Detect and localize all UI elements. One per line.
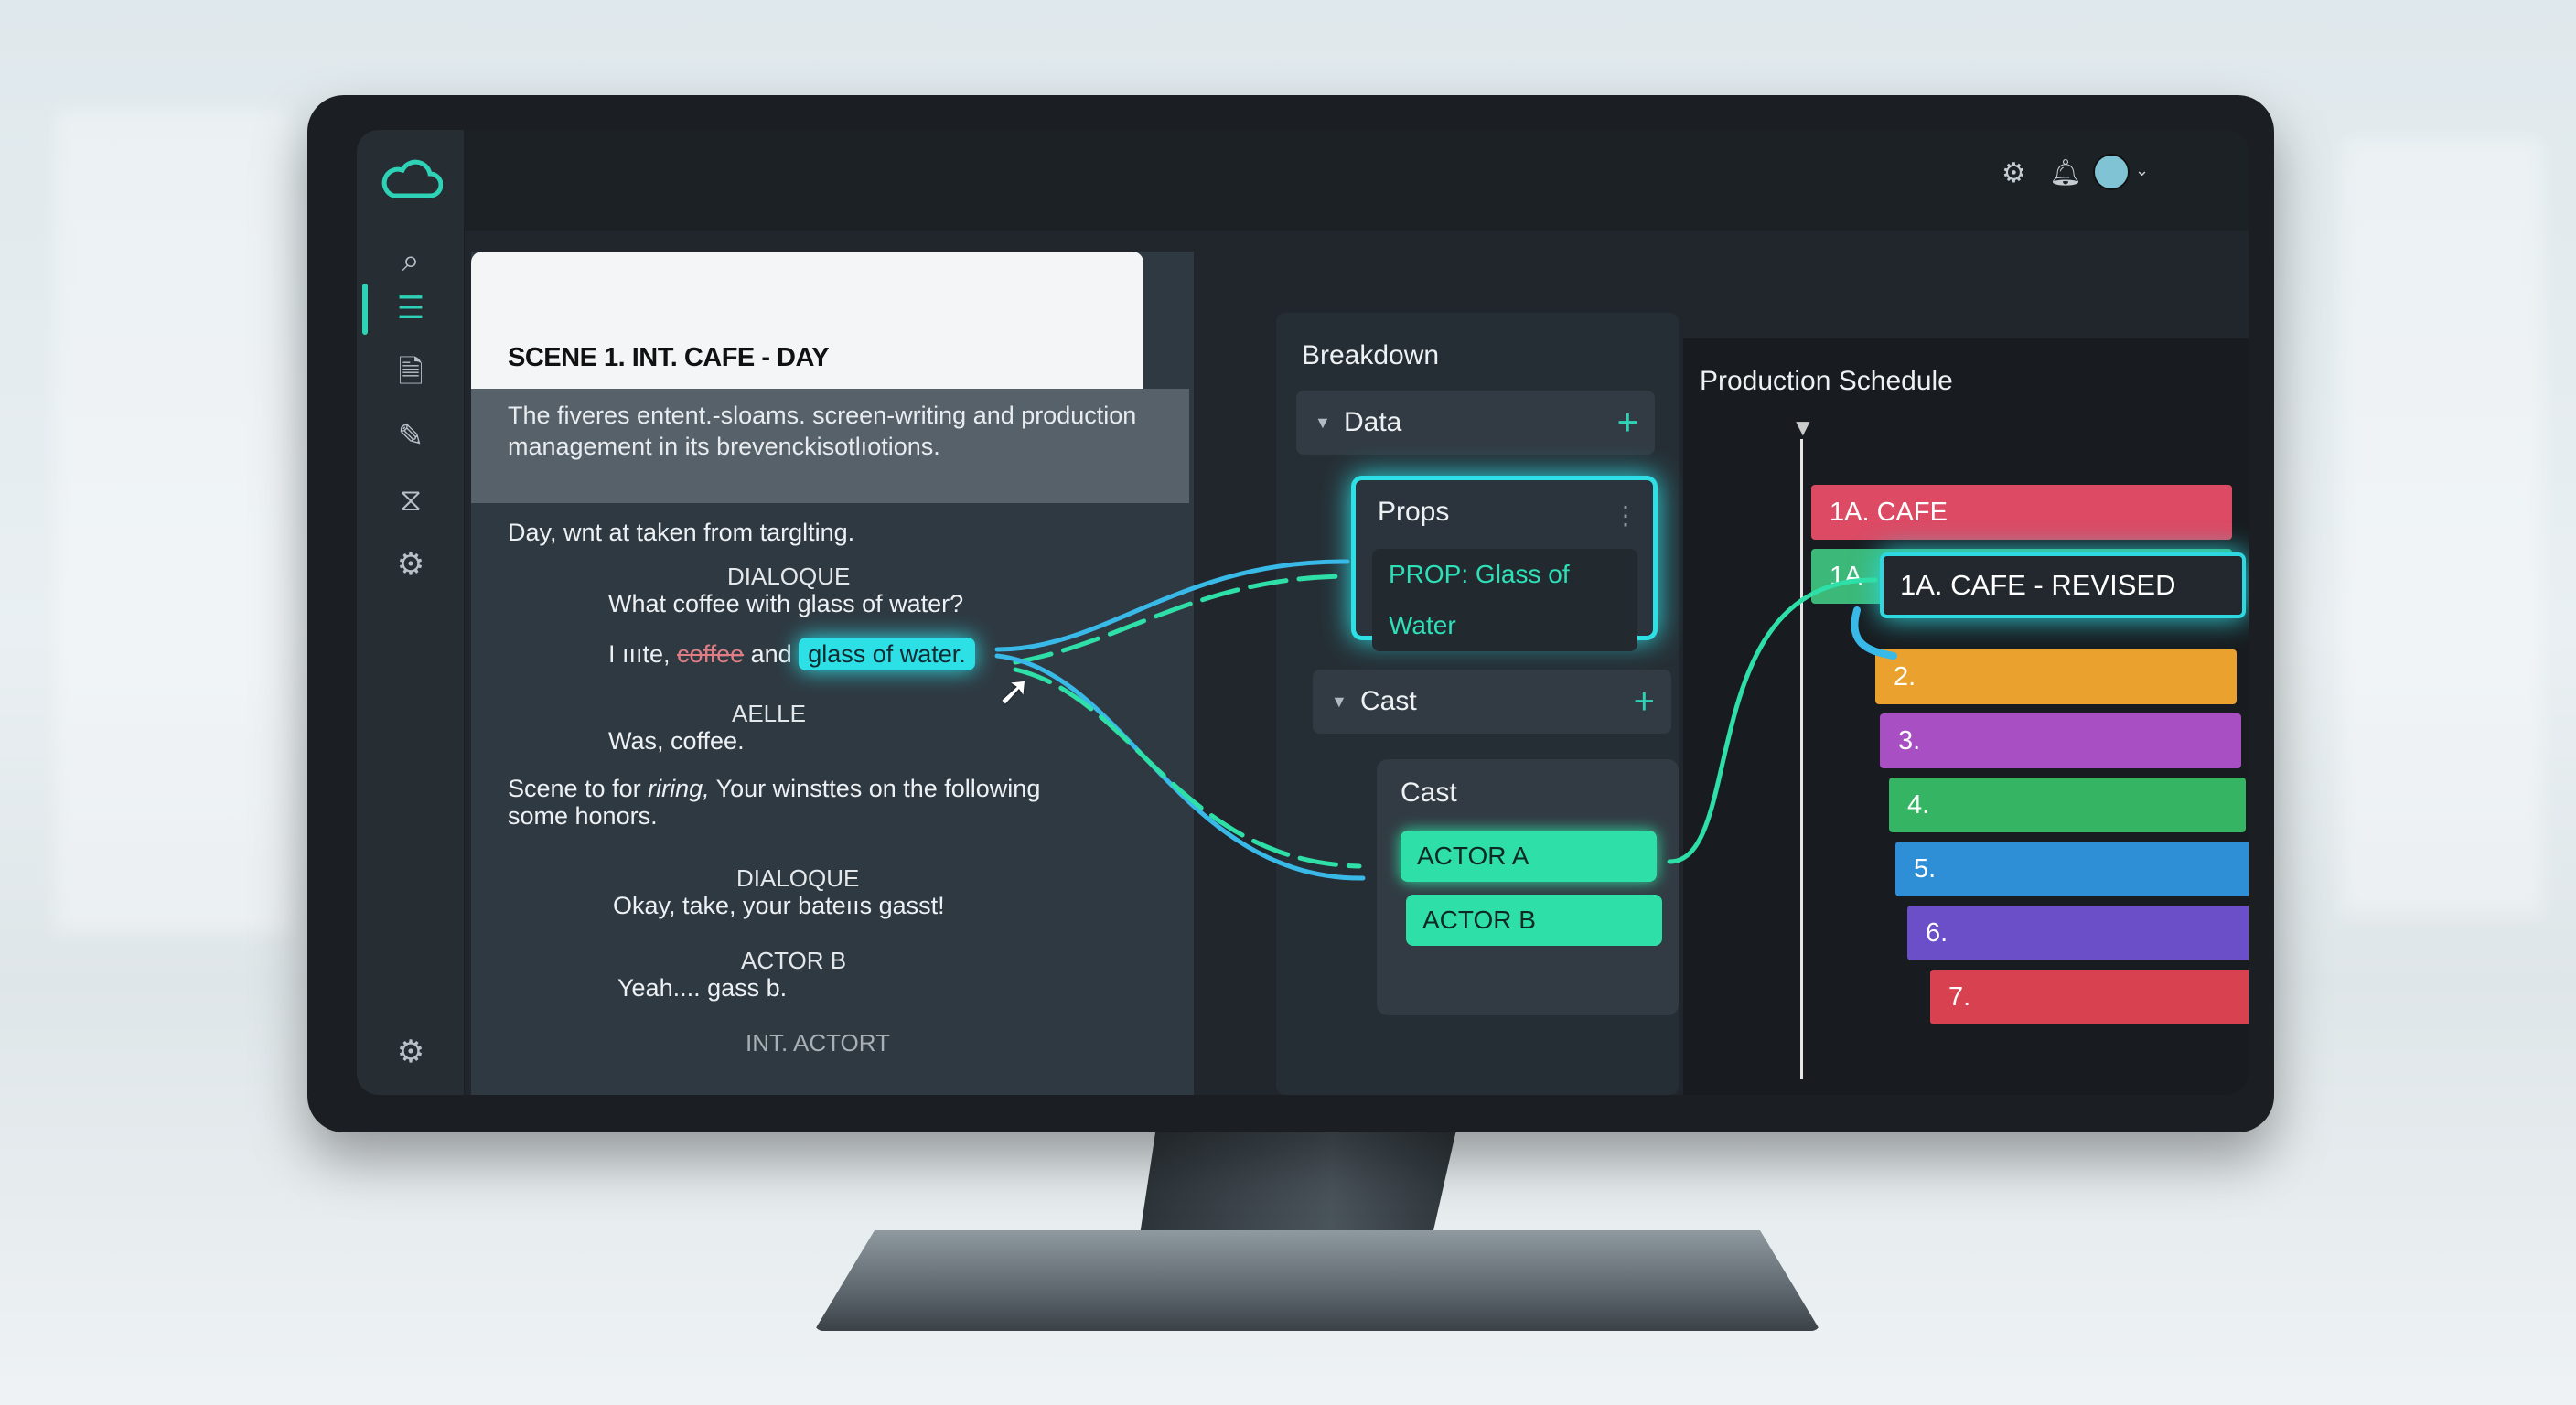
cast-row-label: Cast [1360, 686, 1417, 716]
add-icon[interactable]: + [1633, 681, 1655, 722]
character-name: DIALOQUE [736, 864, 860, 892]
breakdown-icon[interactable]: ⧖ [400, 483, 422, 518]
active-indicator [362, 284, 368, 335]
schedule-bar[interactable]: 3. [1880, 713, 2241, 768]
mouse-cursor-icon: ➚ [997, 669, 1031, 713]
cast-card: Cast ACTOR A ACTOR B [1377, 759, 1679, 1015]
dialogue-line: Yeah.... gass b. [617, 974, 788, 1002]
character-name: ACTOR B [741, 947, 847, 974]
line-mid: and [750, 640, 792, 668]
collapse-triangle-icon: ▼ [1315, 413, 1331, 432]
scene-footer: INT. ACTORT [746, 1029, 890, 1056]
schedule-title: Production Schedule [1700, 366, 1953, 396]
connector-to-cast-secondary [1013, 667, 1362, 869]
add-icon[interactable]: + [1616, 402, 1638, 443]
character-name: AELLE [732, 700, 806, 727]
more-options-icon[interactable]: ⋮ [1613, 501, 1638, 530]
settings-icon[interactable]: ⚙ [396, 547, 425, 582]
action-italic: riring, [648, 775, 710, 802]
dialogue-line: What coffee with glass of water? [608, 590, 964, 617]
top-bar: ⚙ 🔔︎ ⌄ [465, 130, 2249, 231]
gear-icon[interactable]: ⚙ [2002, 158, 2026, 188]
schedule-bar[interactable]: 6. [1907, 906, 2249, 960]
cast-item-actor-b[interactable]: ACTOR B [1406, 895, 1662, 946]
collapse-triangle-icon: ▼ [1331, 692, 1347, 711]
monitor-stand-base [814, 1230, 1820, 1331]
breakdown-title: Breakdown [1302, 340, 1440, 370]
cast-item-actor-a[interactable]: ACTOR A [1401, 831, 1657, 882]
scene-header [471, 252, 1143, 412]
reorder-arrow-icon [1851, 606, 1897, 660]
document-icon[interactable]: 🗎 [398, 355, 424, 390]
sidebar: ⌕ ☰ 🗎 ✎ ⧖ ⚙ ⚙ [357, 130, 465, 1095]
schedule-bar[interactable]: 2. [1875, 649, 2237, 704]
action-text: Scene to for [508, 775, 649, 802]
data-row-label: Data [1344, 407, 1402, 437]
scene-description: The fiveres entent.-sloams. screen-writi… [508, 402, 1137, 460]
edit-notes-icon[interactable]: ✎ [397, 419, 424, 454]
playhead-line [1800, 439, 1803, 1079]
connector-to-cast [994, 653, 1366, 881]
search-icon[interactable]: ⌕ [402, 243, 420, 278]
action-text: Your winsttes on the following some hono… [508, 775, 1041, 830]
cast-section-row[interactable]: ▼ Cast + [1313, 670, 1671, 734]
data-section-row[interactable]: ▼ Data + [1296, 391, 1655, 455]
avatar[interactable] [2093, 154, 2130, 190]
revised-scene-card[interactable]: 1A. CAFE - REVISED [1880, 552, 2246, 618]
breakdown-panel: Breakdown ▼ Data + Props ⋮ PROP: Glass of … [1276, 313, 1679, 1095]
action-line: Scene to for riring, Your winsttes on th… [508, 775, 1093, 830]
schedule-bar[interactable]: 1A. CAFE [1811, 485, 2232, 540]
dialogue-line: Was, coffee. [608, 727, 745, 755]
connector-to-props [994, 559, 1350, 652]
app-screen: ⚙ 🔔︎ ⌄ ⌕ ☰ 🗎 ✎ ⧖ ⚙ ⚙ SCENE 1. INT. CAFE … [357, 130, 2249, 1095]
dialogue-line: Okay, take, your bateııs gasst! [613, 892, 945, 919]
settings-icon-bottom[interactable]: ⚙ [396, 1035, 425, 1069]
chevron-down-icon[interactable]: ⌄ [2135, 161, 2150, 179]
connector-cast-to-schedule [1667, 577, 1878, 864]
script-editor[interactable]: SCENE 1. INT. CAFE - DAY The fiveres ent… [471, 252, 1194, 1095]
description-band [471, 389, 1189, 503]
action-line: Day, wnt at taken from targlting. [508, 519, 855, 546]
prop-item[interactable]: PROP: Glass of Water [1372, 549, 1637, 651]
props-card[interactable]: Props ⋮ PROP: Glass of Water [1351, 476, 1658, 651]
props-title: Props [1378, 497, 1450, 527]
schedule-bar[interactable]: 7. [1930, 970, 2249, 1024]
connector-to-props-secondary [1013, 574, 1347, 665]
tagged-highlight[interactable]: glass of water. [799, 638, 975, 670]
line-prefix: I ıııte, [608, 640, 671, 668]
schedule-bar[interactable]: 4. [1889, 778, 2246, 832]
bell-icon[interactable]: 🔔︎ [2049, 158, 2082, 187]
cast-title: Cast [1401, 778, 1457, 808]
script-icon[interactable]: ☰ [396, 291, 425, 326]
character-name: DIALOQUE [727, 563, 851, 590]
playhead-marker-icon[interactable]: ▼ [1791, 413, 1815, 441]
connector-lines [994, 559, 1897, 881]
schedule-bar[interactable]: 5. [1895, 842, 2249, 896]
struck-word: coffee [677, 640, 745, 668]
dialogue-line-tagged: I ıııte, coffee and glass of water. [608, 638, 975, 670]
scene-heading: SCENE 1. INT. CAFE - DAY [508, 343, 830, 372]
